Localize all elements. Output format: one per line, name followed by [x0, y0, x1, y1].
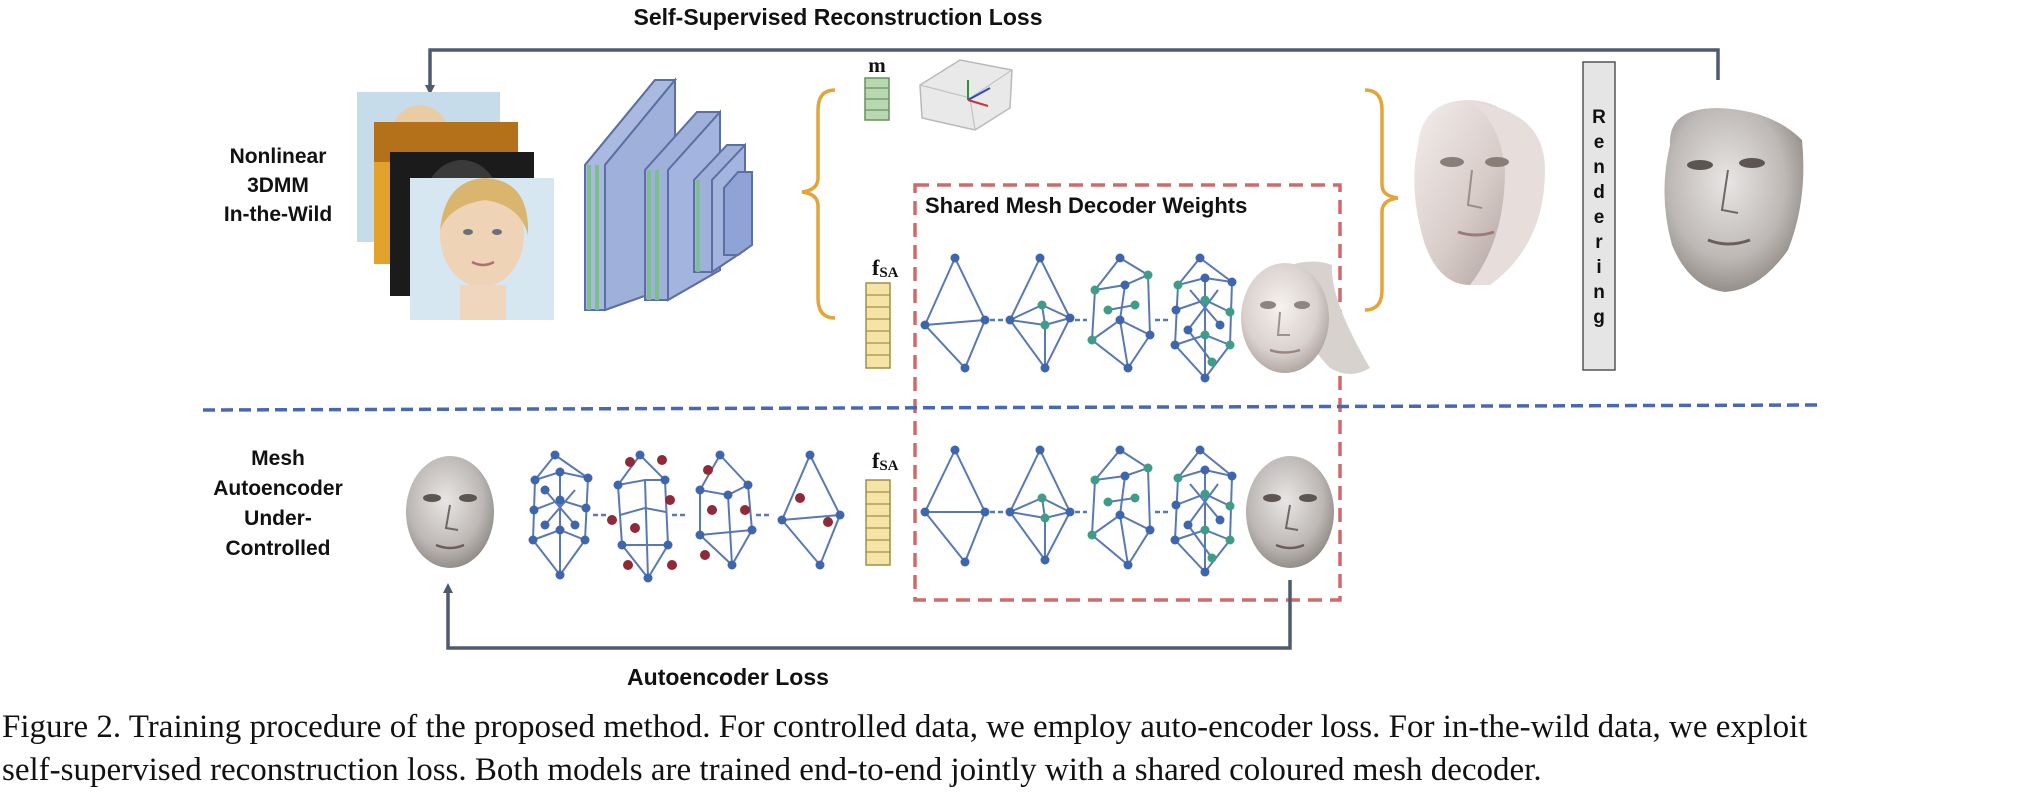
bottom-decoder-nodes	[920, 445, 1237, 577]
rendered-face	[1664, 108, 1804, 292]
svg-text:e: e	[1594, 132, 1605, 153]
m-vector-label: m	[868, 53, 886, 77]
svg-text:g: g	[1593, 307, 1605, 328]
autoencoder-loss-arrow	[443, 580, 1292, 650]
image-encoder-cnn	[584, 77, 753, 312]
in-the-wild-label-2: 3DMM	[247, 174, 309, 197]
input-face-controlled	[406, 456, 494, 568]
in-the-wild-label-3: In-the-Wild	[224, 203, 332, 226]
figure-caption: Figure 2. Training procedure of the prop…	[2, 706, 2020, 792]
section-divider	[202, 403, 1819, 412]
decoded-face-bottom	[1246, 456, 1334, 568]
right-bracket	[1364, 88, 1399, 312]
bottom-loss-label: Autoencoder Loss	[627, 664, 829, 690]
m-vector	[864, 77, 890, 121]
mesh-encoder-nodes	[528, 450, 845, 583]
textured-face-output	[1414, 100, 1545, 285]
svg-text:e: e	[1594, 207, 1605, 228]
in-the-wild-label-1: Nonlinear	[230, 145, 327, 168]
rendering-block	[1582, 61, 1616, 371]
svg-text:d: d	[1593, 182, 1605, 203]
top-decoder-nodes	[920, 253, 1237, 383]
f-vector-label-bottom: fSA	[872, 448, 899, 474]
caption-line-1: Figure 2. Training procedure of the prop…	[2, 709, 1808, 745]
mesh-encoder	[531, 452, 842, 580]
f-vector-label-top: fSA	[872, 255, 899, 281]
input-image-stack	[357, 92, 554, 320]
svg-text:i: i	[1596, 257, 1601, 278]
f-vector-top	[865, 282, 891, 369]
camera-pose-cube	[919, 59, 1013, 131]
svg-text:n: n	[1593, 282, 1605, 303]
rendering-label: R e n d e r i n g	[1592, 107, 1606, 328]
caption-line-2: self-supervised reconstruction loss. Bot…	[2, 752, 1542, 788]
controlled-label-1: Mesh	[251, 447, 305, 470]
left-bracket	[801, 88, 836, 320]
top-loss-label: Self-Supervised Reconstruction Loss	[634, 4, 1043, 30]
controlled-label-4: Controlled	[226, 537, 331, 560]
training-procedure-diagram: Self-Supervised Reconstruction Loss Nonl…	[202, 4, 1819, 690]
svg-text:R: R	[1592, 107, 1606, 128]
self-supervised-loss-arrow	[425, 48, 1720, 95]
shared-decoder-label: Shared Mesh Decoder Weights	[925, 193, 1247, 218]
controlled-label-2: Autoencoder	[213, 477, 343, 500]
controlled-label-3: Under-	[244, 507, 312, 530]
svg-text:n: n	[1593, 157, 1605, 178]
decoded-face-top	[1241, 261, 1370, 374]
svg-text:r: r	[1595, 232, 1603, 253]
top-decoder-meshes	[923, 255, 1234, 380]
f-vector-bottom	[865, 479, 891, 566]
